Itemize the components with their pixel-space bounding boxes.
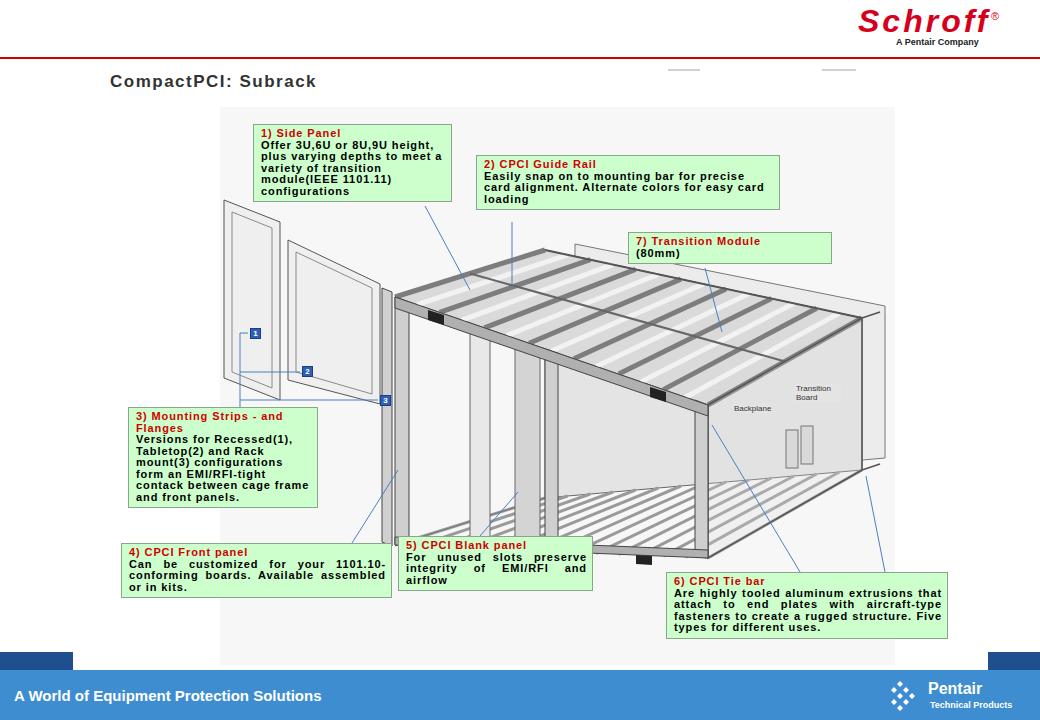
brand-icon [891,681,915,711]
leader-line [512,222,513,285]
callout-number: 2 [302,366,313,377]
logo-wordmark: Schroff [858,4,990,38]
part-label: Transition Board [795,384,841,402]
side-panel [224,200,280,400]
callout-body: Can be customized for your 1101.10-confo… [129,559,386,594]
footer-block [988,652,1040,670]
callout-box: 1) Side PanelOffer 3U,6U or 8U,9U height… [253,124,452,202]
side-frame [708,318,862,558]
callout-heading: 5) CPCI Blank panel [406,540,587,552]
callout-body: Are highly tooled aluminum extrusions th… [674,588,942,634]
tie-bar [395,297,708,416]
callout-heading: 4) CPCI Front panel [129,547,386,559]
header-mark [668,69,700,71]
leader-line [712,425,885,572]
front-panel [470,326,490,540]
front-post [545,349,558,552]
part-label: Backplane [733,404,772,413]
front-post [695,400,708,558]
registered-mark: ® [991,10,999,22]
mounting-strip [382,288,392,546]
callout-heading: 7) Transition Module [636,236,826,248]
front-post [395,297,409,546]
callout-body: (80mm) [636,248,826,260]
callout-body: For unused slots preserve integrity of E… [406,552,587,587]
side-panel-frame [232,212,272,388]
brand-name: Pentair [928,680,982,698]
latch [636,555,652,565]
latch [428,310,444,325]
callout-heading: 3) Mounting Strips - and Flanges [136,411,312,434]
callout-heading: 2) CPCI Guide Rail [484,159,774,171]
callout-number: 3 [380,395,391,406]
callout-body: Easily snap on to mounting bar for preci… [484,171,774,206]
leader-line [480,492,518,536]
callout-number: 1 [250,328,261,339]
leader-bracket [240,333,378,407]
blank-panel [515,341,540,541]
footer-band [0,670,1040,720]
frame-edge [862,464,880,470]
leader-line [425,206,470,290]
header-rule [0,57,1040,59]
footer-block [0,652,73,670]
side-panel-frame [296,252,372,394]
frame-edge [862,312,880,318]
brand-tagline: Technical Products [930,700,1012,711]
callout-box: 4) CPCI Front panelCan be customized for… [121,543,392,598]
slide-title: CompactPCI: Subrack [110,72,317,92]
callout-heading: 1) Side Panel [261,128,446,140]
callout-box: 5) CPCI Blank panelFor unused slots pres… [398,536,593,591]
callout-box: 6) CPCI Tie barAre highly tooled aluminu… [666,572,948,639]
leader-line [705,268,722,332]
callout-box: 3) Mounting Strips - and FlangesVersions… [128,407,318,508]
side-panel [288,240,380,404]
callout-heading: 6) CPCI Tie bar [674,576,942,588]
header-mark [822,69,856,71]
callout-box: 7) Transition Module(80mm) [628,232,832,264]
leader-line [352,470,398,543]
logo-tagline: A Pentair Company [896,37,979,47]
callout-body: Offer 3U,6U or 8U,9U height, plus varyin… [261,140,446,198]
latch [650,387,666,402]
footer-slogan: A World of Equipment Protection Solution… [14,687,322,705]
callout-box: 2) CPCI Guide RailEasily snap on to moun… [476,155,780,210]
callout-body: Versions for Recessed(1), Tabletop(2) an… [136,434,312,503]
